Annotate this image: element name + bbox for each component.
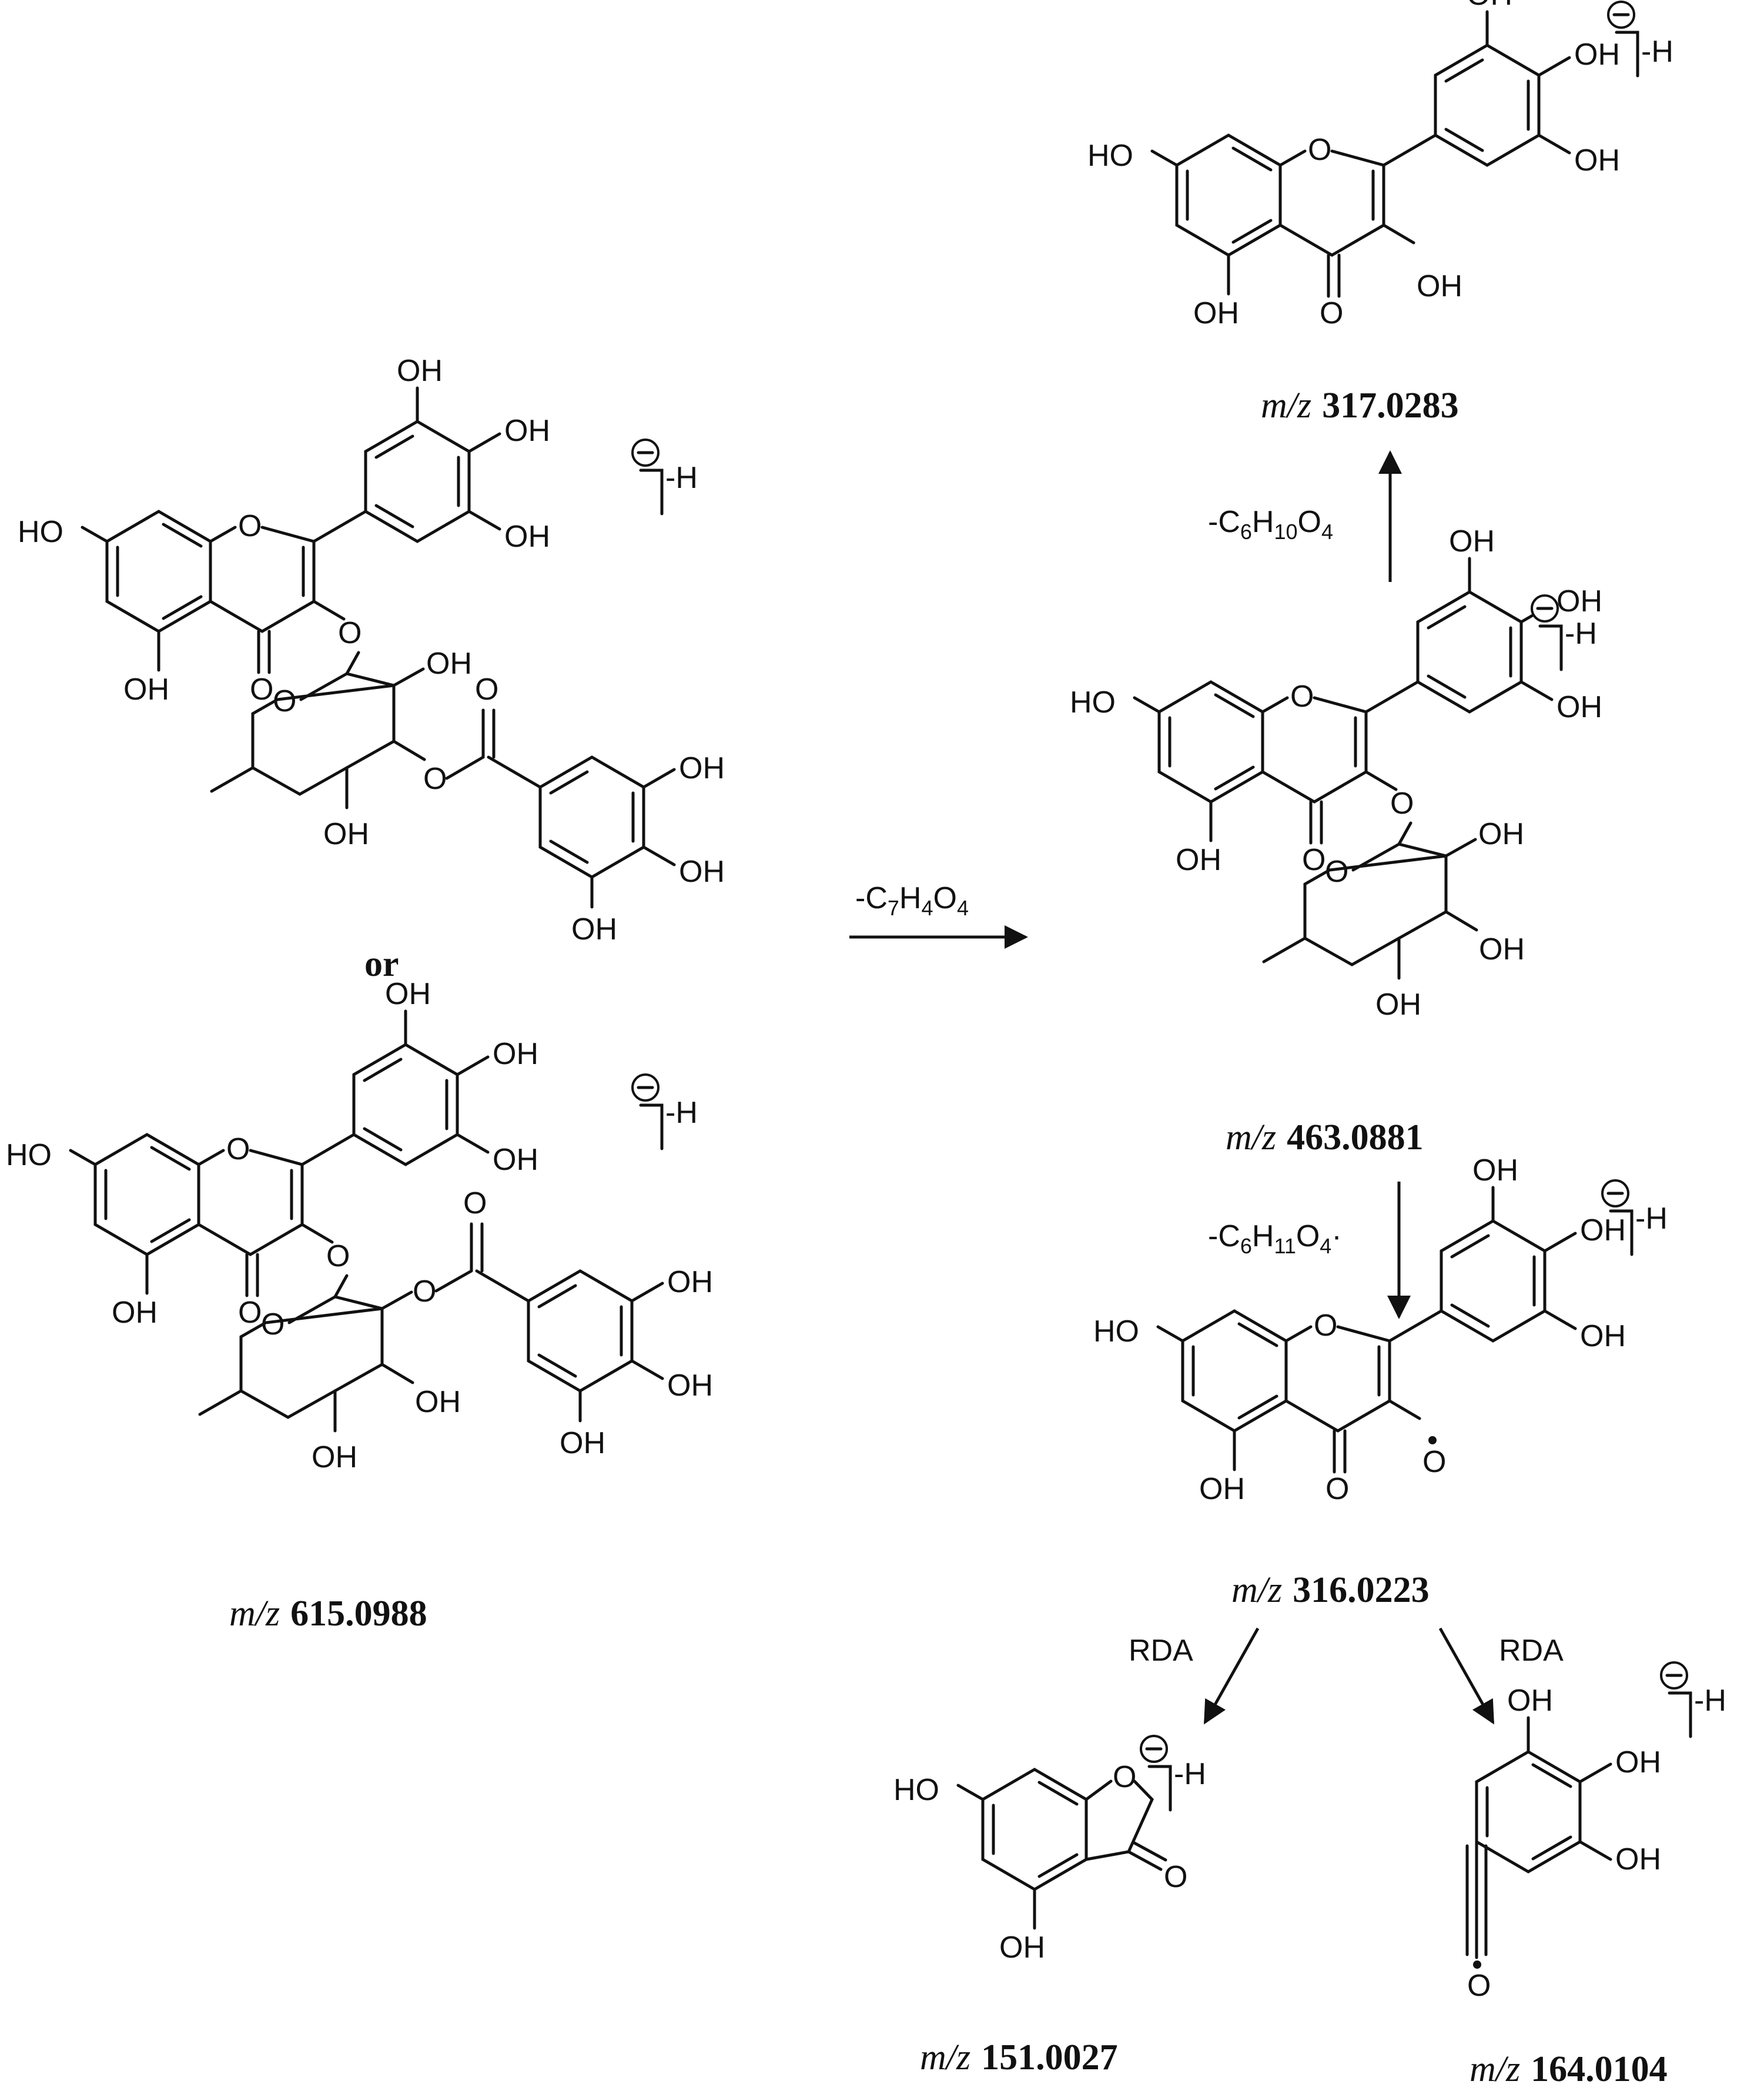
product-164-structure: O OH OH OH bbox=[1465, 1684, 1661, 2003]
hydroxyl-label: OH bbox=[1375, 988, 1421, 1022]
glycosidic-oxygen-label: O bbox=[326, 1239, 350, 1273]
product-317-mz-label: m/z 317.0283 bbox=[1261, 386, 1459, 426]
hydroxyl-label: OH bbox=[426, 647, 472, 681]
hydroxyl-label: OH bbox=[1417, 269, 1462, 303]
carbonyl-oxygen-label: O bbox=[1164, 1860, 1187, 1894]
charge-suffix: -H bbox=[1694, 1684, 1726, 1718]
loss-galloyl-label: -C7H4O4 bbox=[855, 881, 969, 920]
rda-right-label: RDA bbox=[1499, 1634, 1564, 1668]
hydroxyl-label: OH bbox=[415, 1385, 461, 1419]
product-316-mz-label: m/z 316.0223 bbox=[1231, 1570, 1430, 1610]
ring-oxygen-label: O bbox=[261, 1307, 284, 1341]
svg-text:m/z 164.0104: m/z 164.0104 bbox=[1470, 2049, 1668, 2089]
svg-text:m/z 151.0027: m/z 151.0027 bbox=[920, 2038, 1118, 2077]
charge-suffix: -H bbox=[1565, 617, 1597, 651]
hydroxyl-label: OH bbox=[1507, 1684, 1553, 1718]
mz-value: 615.0988 bbox=[290, 1594, 427, 1634]
precursor-structure-2: O O O OH OH bbox=[6, 977, 713, 1474]
rda-left-label: RDA bbox=[1129, 1634, 1193, 1668]
radical-oxygen-label: O bbox=[1467, 1969, 1491, 2003]
hydroxyl-label: OH bbox=[1479, 932, 1525, 966]
hydroxyl-label: OH bbox=[323, 817, 369, 851]
ring-oxygen-label: O bbox=[1113, 1760, 1136, 1794]
radical-dot bbox=[1428, 1436, 1437, 1444]
hydroxyl-label: OH bbox=[999, 1931, 1045, 1965]
product-463-mz-label: m/z 463.0881 bbox=[1226, 1118, 1424, 1157]
svg-text:m/z 463.0881: m/z 463.0881 bbox=[1226, 1118, 1424, 1157]
hydroxyl-label: OH bbox=[1615, 1745, 1661, 1779]
product-317-structure: OH bbox=[1087, 0, 1620, 330]
product-316-structure: O bbox=[1093, 1153, 1626, 1506]
mz-prefix: m/z bbox=[229, 1594, 280, 1634]
charge-suffix: -H bbox=[665, 1096, 698, 1130]
radical-dot bbox=[1473, 1960, 1481, 1969]
radical-oxygen-label: O bbox=[1422, 1445, 1446, 1479]
precursor-mz-label: m/z 615.0988 bbox=[229, 1594, 427, 1634]
hydroxyl-label: OH bbox=[1478, 817, 1524, 851]
rda-arrow-right bbox=[1438, 1627, 1495, 1725]
rda-arrow-left bbox=[1203, 1627, 1260, 1725]
hydroxyl-label: OH bbox=[312, 1440, 357, 1474]
charge-suffix: -H bbox=[1174, 1757, 1206, 1791]
hydroxyl-label: HO bbox=[893, 1773, 939, 1807]
hydroxyl-label: OH bbox=[1615, 1842, 1661, 1876]
glycosidic-oxygen-label: O bbox=[1390, 787, 1414, 821]
charge-suffix: -H bbox=[665, 461, 698, 495]
svg-text:m/z 317.0283: m/z 317.0283 bbox=[1261, 386, 1459, 426]
product-151-mz-label: m/z 151.0027 bbox=[920, 2038, 1118, 2077]
loss-rhamnose-label: -C6H10O4 bbox=[1208, 505, 1333, 544]
loss-radical-label: -C6H11O4· bbox=[1208, 1219, 1342, 1258]
ester-oxygen-label: O bbox=[413, 1274, 436, 1309]
charge-suffix: -H bbox=[1635, 1202, 1668, 1236]
charge-suffix: -H bbox=[1641, 35, 1673, 69]
precursor-structure-1: O O OH O OH bbox=[18, 354, 725, 946]
product-164-mz-label: m/z 164.0104 bbox=[1470, 2049, 1668, 2089]
ring-oxygen-label: O bbox=[1325, 855, 1348, 889]
product-463-structure: O O OH OH OH bbox=[1070, 524, 1602, 1022]
svg-text:m/z 615.0988: m/z 615.0988 bbox=[229, 1594, 427, 1634]
product-151-structure: O O HO OH bbox=[893, 1760, 1187, 1965]
ring-oxygen-label: O bbox=[273, 684, 296, 718]
glycosidic-oxygen-label: O bbox=[338, 616, 361, 650]
ester-oxygen-label: O bbox=[423, 762, 447, 796]
svg-text:m/z 316.0223: m/z 316.0223 bbox=[1231, 1570, 1430, 1610]
